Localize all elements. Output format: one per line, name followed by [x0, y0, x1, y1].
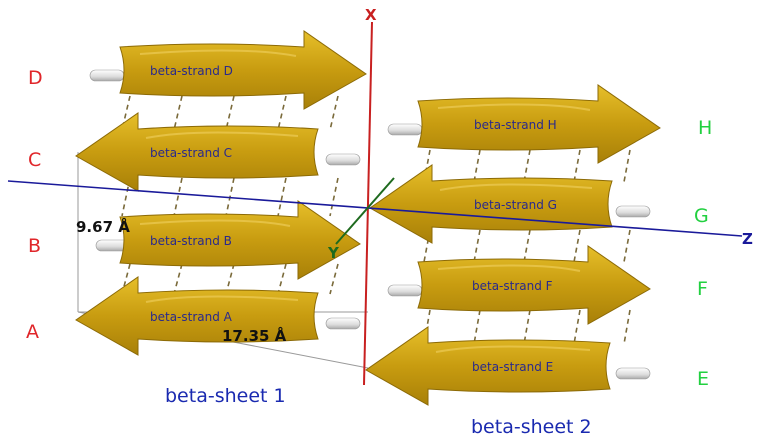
- strand-letter-c: C: [28, 149, 41, 171]
- sheet2-title: beta-sheet 2: [471, 416, 592, 438]
- strand-label: beta-strand F: [472, 279, 553, 293]
- strand-g: beta-strand G: [369, 164, 651, 244]
- strand-b: beta-strand B: [95, 200, 361, 280]
- y-axis: [335, 177, 395, 245]
- strand-letter-h: H: [698, 117, 712, 139]
- z-axis-label: Z: [742, 230, 753, 248]
- strand-a: beta-strand A: [75, 276, 361, 356]
- strand-letter-e: E: [697, 368, 709, 390]
- inter-strand-distance: 9.67 Å: [76, 217, 130, 236]
- sheet1-title: beta-sheet 1: [165, 385, 286, 407]
- side-chain-capsule: [615, 205, 651, 218]
- strand-d: beta-strand D: [89, 30, 367, 110]
- y-axis-label: Y: [327, 244, 340, 262]
- inter-sheet-distance: 17.35 Å: [222, 326, 287, 345]
- x-axis: [363, 21, 373, 386]
- strand-label: beta-strand A: [150, 310, 233, 324]
- strand-label: beta-strand C: [150, 146, 232, 160]
- strand-f: beta-strand F: [387, 245, 651, 325]
- strand-letter-a: A: [26, 321, 39, 343]
- x-axis-label: X: [365, 6, 377, 24]
- strand-label: beta-strand B: [150, 234, 232, 248]
- strand-letter-g: G: [694, 205, 709, 227]
- side-chain-capsule: [325, 153, 361, 166]
- strand-label: beta-strand E: [472, 360, 553, 374]
- side-chain-capsule: [387, 123, 423, 136]
- strand-label: beta-strand G: [474, 198, 557, 212]
- side-chain-capsule: [615, 367, 651, 380]
- strand-label: beta-strand D: [150, 64, 233, 78]
- strand-letter-b: B: [28, 235, 41, 257]
- hydrogen-bonds: [423, 229, 631, 263]
- strand-letter-f: F: [697, 278, 708, 300]
- strand-label: beta-strand H: [474, 118, 557, 132]
- strand-letter-d: D: [28, 67, 43, 89]
- strand-e: beta-strand E: [365, 326, 651, 406]
- z-axis: [7, 180, 743, 237]
- side-chain-capsule: [325, 317, 361, 330]
- strands-layer: beta-strand D beta-strand C beta-strand B b…: [75, 30, 661, 406]
- strand-c: beta-strand C: [75, 112, 361, 192]
- side-chain-capsule: [89, 69, 125, 82]
- side-chain-capsule: [387, 284, 423, 297]
- strand-h: beta-strand H: [387, 84, 661, 164]
- letters-layer: D C B A H G F E: [26, 67, 712, 390]
